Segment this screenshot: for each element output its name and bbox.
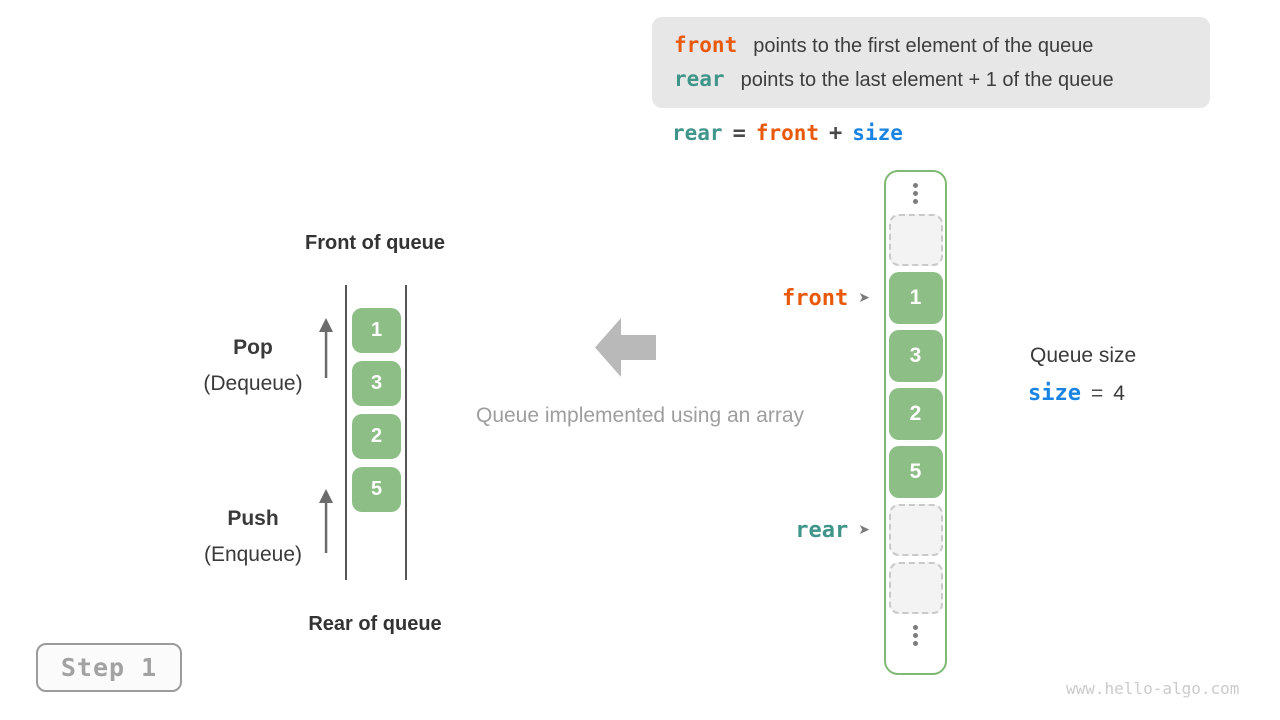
pointer-info-box: front points to the first element of the…	[652, 17, 1210, 108]
array-cell-value: 2	[888, 388, 943, 440]
queue-cell: 3	[352, 361, 401, 406]
rear-formula: rear = front + size	[672, 121, 903, 146]
queue-size-value-line: size = 4	[1028, 381, 1125, 406]
pop-up-arrow-icon	[319, 318, 333, 378]
front-pointer: front ➤	[690, 283, 870, 313]
formula-size: size	[852, 121, 903, 145]
formula-plus: +	[829, 121, 843, 146]
rear-pointer: rear ➤	[690, 515, 870, 545]
watermark: www.hello-algo.com	[1066, 679, 1240, 698]
array-cell-empty	[888, 214, 943, 266]
rear-pointer-arrow-icon: ➤	[858, 522, 870, 538]
queue-cell: 2	[352, 414, 401, 459]
dot	[913, 182, 918, 188]
size-value: 4	[1113, 382, 1125, 405]
formula-front: front	[755, 121, 820, 145]
formula-equals: =	[732, 121, 746, 146]
center-caption: Queue implemented using an array	[475, 404, 805, 427]
queue-wall-right	[405, 285, 407, 580]
array-cell-value: 1	[888, 272, 943, 324]
size-code-label: size	[1028, 381, 1081, 406]
rear-description: points to the last element + 1 of the qu…	[740, 69, 1114, 91]
left-block-arrow-icon	[595, 318, 656, 377]
front-pointer-arrow-icon: ➤	[858, 290, 870, 306]
array-cell-value: 5	[888, 446, 943, 498]
info-line-front: front points to the first element of the…	[674, 33, 1210, 58]
size-equals: =	[1090, 382, 1104, 405]
dot	[913, 624, 918, 630]
front-code-label: front	[674, 33, 738, 57]
rear-of-queue-label: Rear of queue	[308, 613, 442, 635]
dot	[913, 640, 918, 646]
queue-wall-left	[345, 285, 347, 580]
dot	[913, 198, 918, 204]
enqueue-label: (Enqueue)	[203, 543, 303, 566]
array-cell-empty	[888, 504, 943, 556]
array-container: 1 3 2 5	[884, 170, 947, 675]
push-up-arrow-icon	[319, 489, 333, 553]
step-badge: Step 1	[36, 643, 182, 692]
ellipsis-icon	[913, 620, 918, 650]
front-pointer-label: front	[782, 285, 849, 311]
queue-cell: 1	[352, 308, 401, 353]
pop-label: Pop	[233, 336, 273, 359]
dot	[913, 632, 918, 638]
info-line-rear: rear points to the last element + 1 of t…	[674, 67, 1210, 92]
front-description: points to the first element of the queue	[753, 35, 1094, 57]
dequeue-label: (Dequeue)	[203, 372, 303, 395]
queue-size-label: Queue size	[1030, 344, 1137, 367]
array-cell-value: 3	[888, 330, 943, 382]
front-of-queue-label: Front of queue	[305, 232, 445, 254]
formula-rear: rear	[672, 121, 723, 145]
ellipsis-icon	[913, 178, 918, 208]
array-cell-empty	[888, 562, 943, 614]
rear-pointer-label: rear	[795, 517, 849, 543]
queue-cell: 5	[352, 467, 401, 512]
dot	[913, 190, 918, 196]
rear-code-label: rear	[674, 67, 725, 91]
push-label: Push	[227, 507, 279, 530]
abstract-queue-cells: 1 3 2 5	[352, 308, 401, 512]
